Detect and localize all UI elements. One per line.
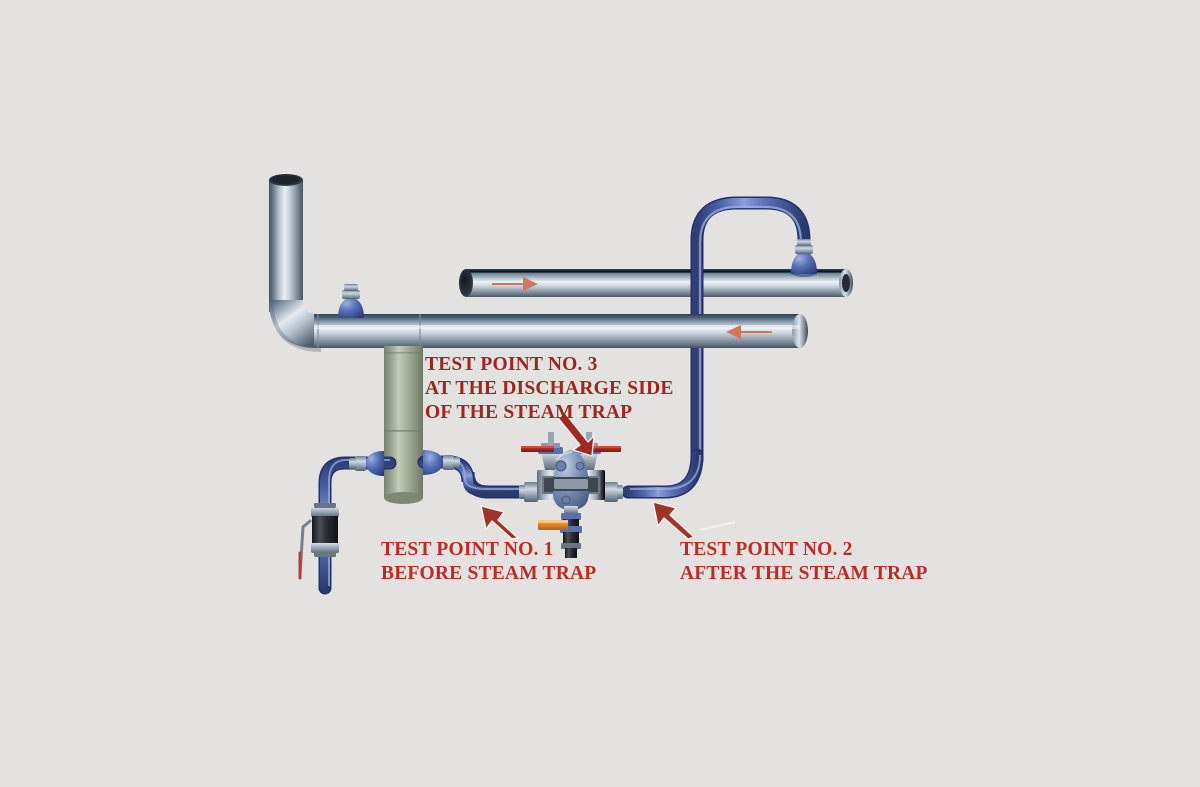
pipe-fitting-upper-main — [338, 284, 364, 318]
label-test-point-1: TEST POINT NO. 1 BEFORE STEAM TRAP — [381, 538, 596, 586]
blue-condensate-line-right — [621, 448, 704, 499]
pointer-test-point-2 — [652, 501, 695, 540]
label-test-point-2-line-1: TEST POINT NO. 2 — [680, 539, 853, 560]
label-test-point-1-line-2: BEFORE STEAM TRAP — [381, 563, 597, 584]
upper-pipe-flow-arrow — [492, 277, 538, 291]
label-test-point-3-line-2: AT THE DISCHARGE SIDE — [425, 378, 674, 399]
blue-condensate-line-left — [318, 456, 397, 595]
lower-pipe-flow-arrow — [726, 325, 772, 339]
main-steel-pipe — [269, 174, 808, 352]
blowdown-valve[interactable] — [538, 506, 582, 558]
pipe-fitting-drip-leg-right — [423, 450, 460, 475]
label-test-point-3-line-1: TEST POINT NO. 3 — [425, 354, 598, 375]
pipe-fitting-drip-leg-left — [349, 451, 384, 476]
label-test-point-2-line-2: AFTER THE STEAM TRAP — [680, 563, 928, 584]
label-test-point-3: TEST POINT NO. 3 AT THE DISCHARGE SIDE O… — [425, 353, 674, 425]
steam-trap-outlet — [604, 482, 623, 502]
green-drip-leg — [384, 346, 423, 504]
steam-trap-body — [552, 450, 590, 510]
leader-line-2 — [699, 521, 736, 531]
blue-return-loop — [690, 196, 811, 467]
steam-trap-assembly[interactable] — [519, 432, 623, 558]
label-test-point-2: TEST POINT NO. 2 AFTER THE STEAM TRAP — [680, 538, 928, 586]
label-test-point-3-line-3: OF THE STEAM TRAP — [425, 402, 633, 423]
strainer-valve[interactable] — [298, 503, 339, 580]
pointer-test-point-3 — [557, 412, 595, 457]
pointer-test-point-1 — [480, 505, 519, 540]
label-test-point-1-line-1: TEST POINT NO. 1 — [381, 539, 554, 560]
pipe-fitting-upper-right — [791, 239, 817, 277]
steam-trap-inlet — [519, 482, 538, 502]
